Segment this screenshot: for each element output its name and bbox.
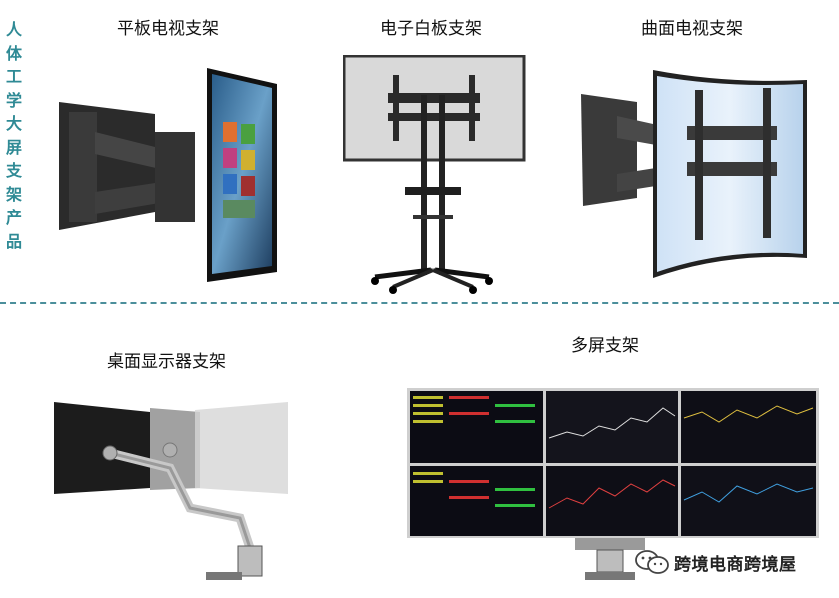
flat-tv-mount-image xyxy=(59,68,277,282)
label-desktop-monitor: 桌面显示器支架 xyxy=(107,352,226,372)
watermark-text: 跨境电商跨境屋 xyxy=(674,554,797,575)
multi-screen-mount-image xyxy=(407,388,819,580)
label-multi-screen: 多屏支架 xyxy=(571,336,639,356)
side-title: 人体工学大屏支架产品 xyxy=(5,20,22,251)
label-flat-tv: 平板电视支架 xyxy=(117,19,219,39)
desktop-monitor-arm-image xyxy=(54,402,288,580)
label-whiteboard: 电子白板支架 xyxy=(380,19,482,39)
label-curved-tv: 曲面电视支架 xyxy=(641,19,743,39)
curved-tv-mount-image xyxy=(581,70,807,278)
watermark: 跨境电商跨境屋 xyxy=(634,546,797,578)
wechat-icon xyxy=(635,550,669,574)
whiteboard-stand-image xyxy=(343,55,526,294)
section-divider xyxy=(0,302,839,304)
